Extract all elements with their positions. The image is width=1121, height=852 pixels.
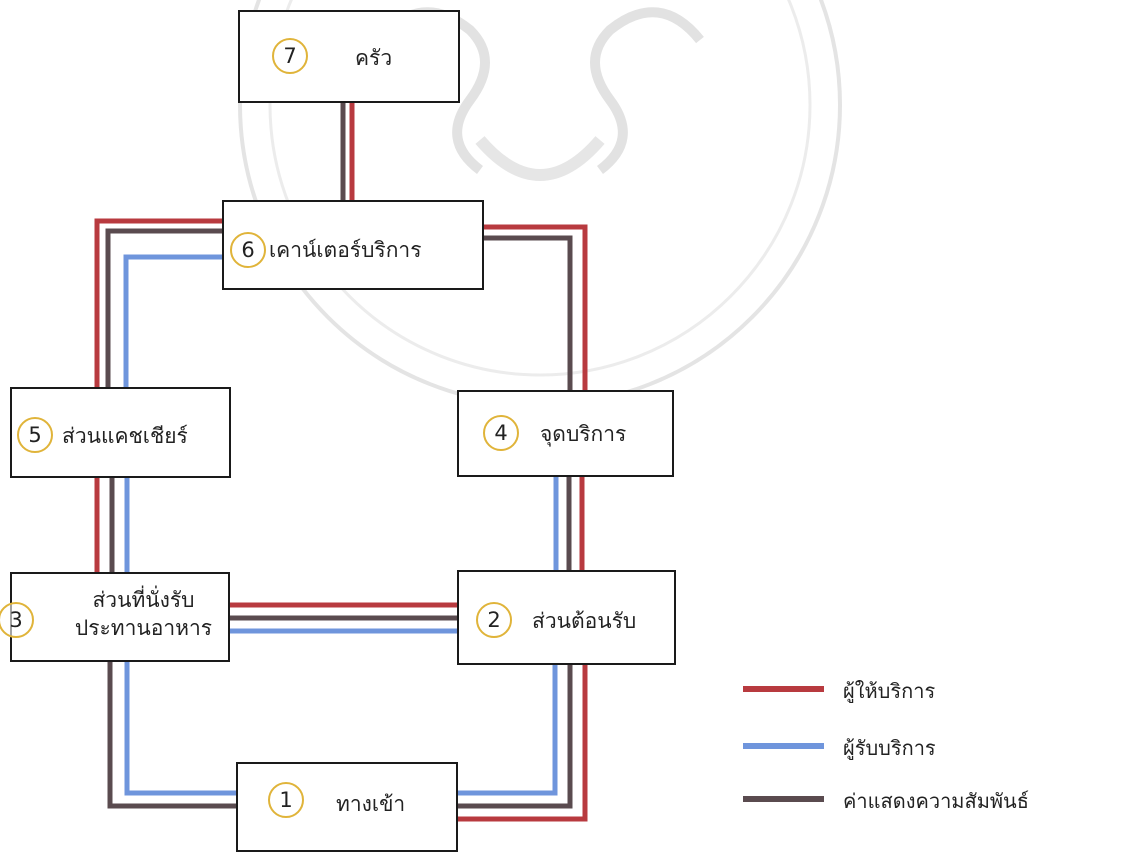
- node-cashier-label: ส่วนแคชเชียร์: [62, 424, 188, 448]
- node-service-counter: [222, 200, 484, 290]
- node-kitchen-label: ครัว: [355, 46, 393, 70]
- node-service-counter-label: เคาน์เตอร์บริการ: [269, 238, 422, 262]
- node-service-counter-number: 6: [230, 232, 266, 268]
- node-reception-number: 2: [476, 602, 512, 638]
- node-kitchen-number: 7: [272, 38, 308, 74]
- link-6-4-provider: [484, 224, 588, 390]
- link-6-5-receiver: [123, 254, 222, 387]
- legend-receiver-swatch: [743, 743, 824, 749]
- legend-relation-swatch: [743, 796, 824, 802]
- node-service-point-label: จุดบริการ: [540, 422, 627, 446]
- node-cashier: [10, 387, 231, 478]
- node-service-point-number: 4: [483, 415, 519, 451]
- link-6-5-relation: [105, 228, 222, 387]
- node-dining-area-number: 3: [0, 602, 34, 638]
- link-2-1-receiver: [458, 665, 558, 796]
- node-dining-area-label-line1: ส่วนที่นั่งรับ: [92, 588, 195, 612]
- link-3-1-relation: [107, 662, 236, 809]
- node-dining-area-label-line2: ประทานอาหาร: [74, 616, 213, 640]
- link-2-1-provider: [458, 665, 588, 822]
- node-cashier-number: 5: [17, 417, 53, 453]
- link-6-4-relation: [484, 235, 573, 390]
- node-dining-area: [10, 572, 230, 662]
- link-2-1-relation: [458, 665, 573, 809]
- legend-provider-swatch: [743, 686, 824, 692]
- link-6-5-provider: [94, 218, 222, 387]
- legend-provider-label: ผู้ให้บริการ: [843, 679, 936, 703]
- node-dining-area-label: ส่วนที่นั่งรับ ประทานอาหาร: [56, 586, 231, 642]
- node-entrance-label: ทางเข้า: [336, 792, 406, 816]
- node-reception-label: ส่วนต้อนรับ: [532, 609, 637, 633]
- link-3-1-receiver: [124, 662, 236, 796]
- node-entrance-number: 1: [268, 782, 304, 818]
- legend-relation-label: ค่าแสดงความสัมพันธ์: [843, 789, 1029, 813]
- legend-receiver-label: ผู้รับบริการ: [843, 736, 936, 760]
